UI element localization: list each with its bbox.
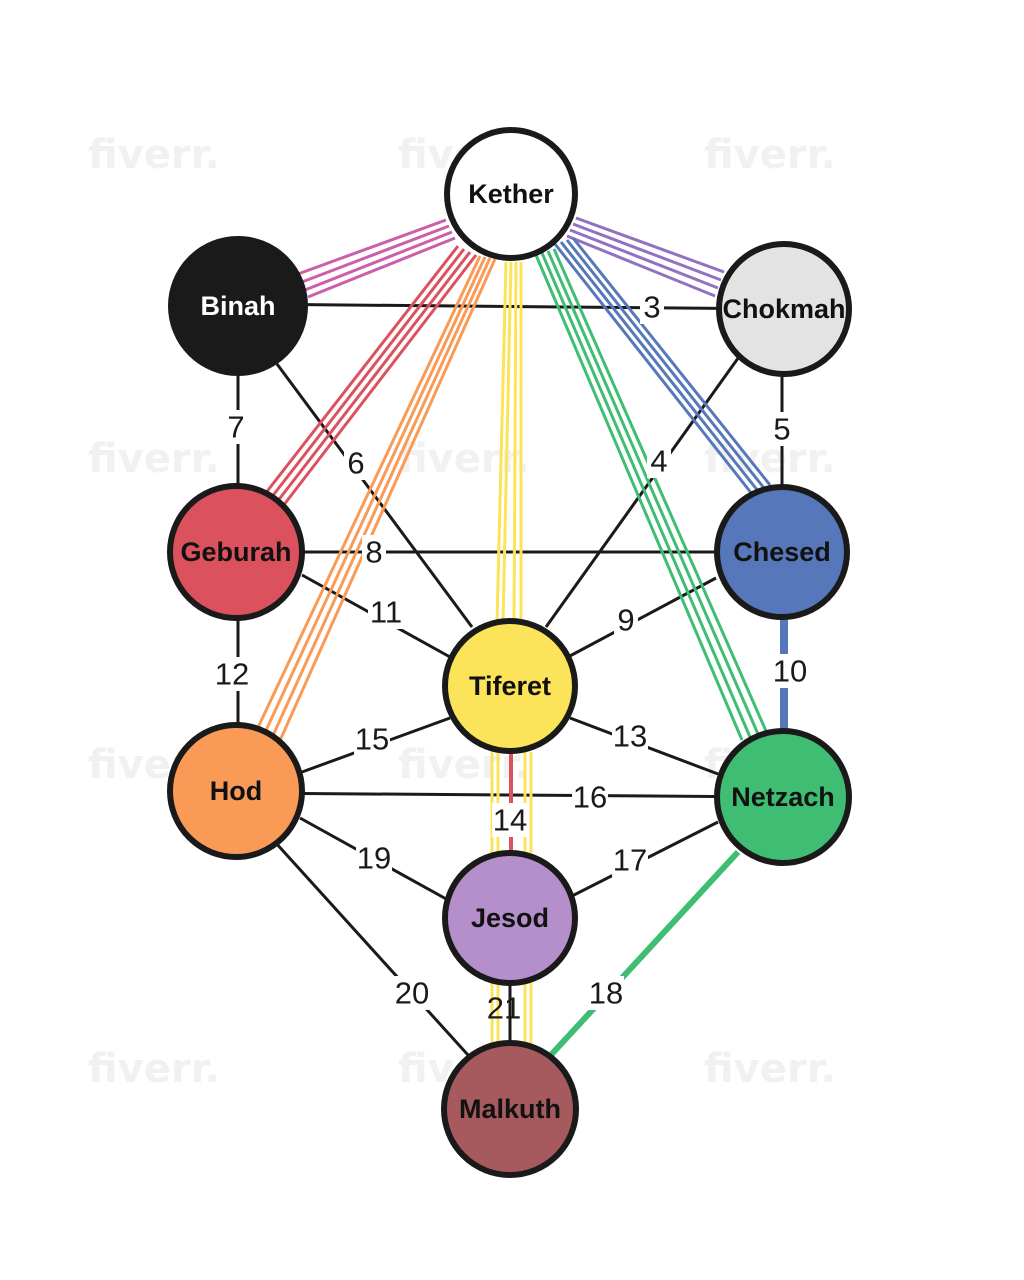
chokmah-band bbox=[566, 216, 725, 298]
node-malkuth: Malkuth bbox=[441, 1040, 579, 1178]
node-netzach-circle bbox=[714, 728, 852, 866]
node-chokmah: Chokmah bbox=[716, 241, 852, 377]
node-hod-label: Hod bbox=[210, 776, 262, 806]
node-geburah-label: Geburah bbox=[180, 537, 291, 567]
path-label-4: 4 bbox=[650, 444, 667, 479]
node-chokmah-circle bbox=[716, 241, 852, 377]
hod-band bbox=[252, 255, 497, 746]
path-label-7: 7 bbox=[227, 410, 244, 445]
path-label-10: 10 bbox=[773, 654, 807, 689]
watermark: fiverr. bbox=[88, 132, 220, 178]
node-malkuth-circle bbox=[441, 1040, 579, 1178]
path-label-18: 18 bbox=[589, 976, 623, 1011]
node-malkuth-label: Malkuth bbox=[459, 1094, 561, 1124]
path-label-15: 15 bbox=[355, 722, 389, 757]
node-chesed-circle bbox=[714, 484, 850, 620]
node-jesod-label: Jesod bbox=[471, 903, 549, 933]
path-label-6: 6 bbox=[347, 446, 364, 481]
node-kether: Kether bbox=[444, 127, 578, 261]
node-hod: Hod bbox=[167, 722, 305, 860]
path-label-19: 19 bbox=[357, 841, 391, 876]
path-number-labels: 3 4 5 6 7 8 9 10 11 12 13 14 15 16 17 18… bbox=[214, 290, 808, 1026]
path-18-green-line bbox=[547, 849, 741, 1059]
sephirot-nodes: Kether Binah Chokmah Geburah Chesed Tife… bbox=[167, 127, 852, 1178]
path-label-8: 8 bbox=[365, 535, 382, 570]
path-label-13: 13 bbox=[613, 719, 647, 754]
path-label-11: 11 bbox=[370, 595, 402, 630]
path-label-3: 3 bbox=[643, 290, 660, 325]
path-label-20: 20 bbox=[395, 976, 429, 1011]
node-kether-label: Kether bbox=[468, 179, 554, 209]
path-label-17: 17 bbox=[613, 843, 647, 878]
path-label-21: 21 bbox=[487, 991, 521, 1026]
watermark: fiverr. bbox=[704, 1046, 836, 1092]
node-kether-circle bbox=[444, 127, 578, 261]
node-geburah-circle bbox=[167, 483, 305, 621]
node-netzach-label: Netzach bbox=[731, 782, 835, 812]
path-20-line bbox=[273, 840, 470, 1057]
node-chokmah-label: Chokmah bbox=[722, 294, 845, 324]
node-tiferet-circle bbox=[442, 618, 578, 754]
node-binah-circle bbox=[168, 236, 308, 376]
path-9-line bbox=[567, 576, 717, 659]
tiferet-band-upper bbox=[495, 261, 523, 623]
node-hod-circle bbox=[167, 722, 305, 860]
path-label-9: 9 bbox=[617, 603, 634, 638]
path-label-12: 12 bbox=[215, 657, 249, 692]
node-jesod-circle bbox=[442, 850, 578, 986]
node-tiferet: Tiferet bbox=[442, 618, 578, 754]
node-netzach: Netzach bbox=[714, 728, 852, 866]
node-jesod: Jesod bbox=[442, 850, 578, 986]
node-binah-label: Binah bbox=[200, 291, 275, 321]
node-geburah: Geburah bbox=[167, 483, 305, 621]
node-binah: Binah bbox=[168, 236, 308, 376]
watermark: fiverr. bbox=[398, 436, 530, 482]
path-label-5: 5 bbox=[773, 412, 790, 447]
path-label-14: 14 bbox=[493, 803, 527, 838]
watermark: fiverr. bbox=[88, 1046, 220, 1092]
node-chesed: Chesed bbox=[714, 484, 850, 620]
path-label-16: 16 bbox=[573, 780, 607, 815]
node-tiferet-label: Tiferet bbox=[469, 671, 551, 701]
chesed-band bbox=[553, 237, 772, 495]
node-chesed-label: Chesed bbox=[733, 537, 831, 567]
geburah-band bbox=[263, 245, 478, 507]
watermark: fiverr. bbox=[88, 436, 220, 482]
watermark: fiverr. bbox=[704, 132, 836, 178]
binah-band bbox=[297, 218, 456, 299]
netzach-band bbox=[534, 248, 768, 741]
